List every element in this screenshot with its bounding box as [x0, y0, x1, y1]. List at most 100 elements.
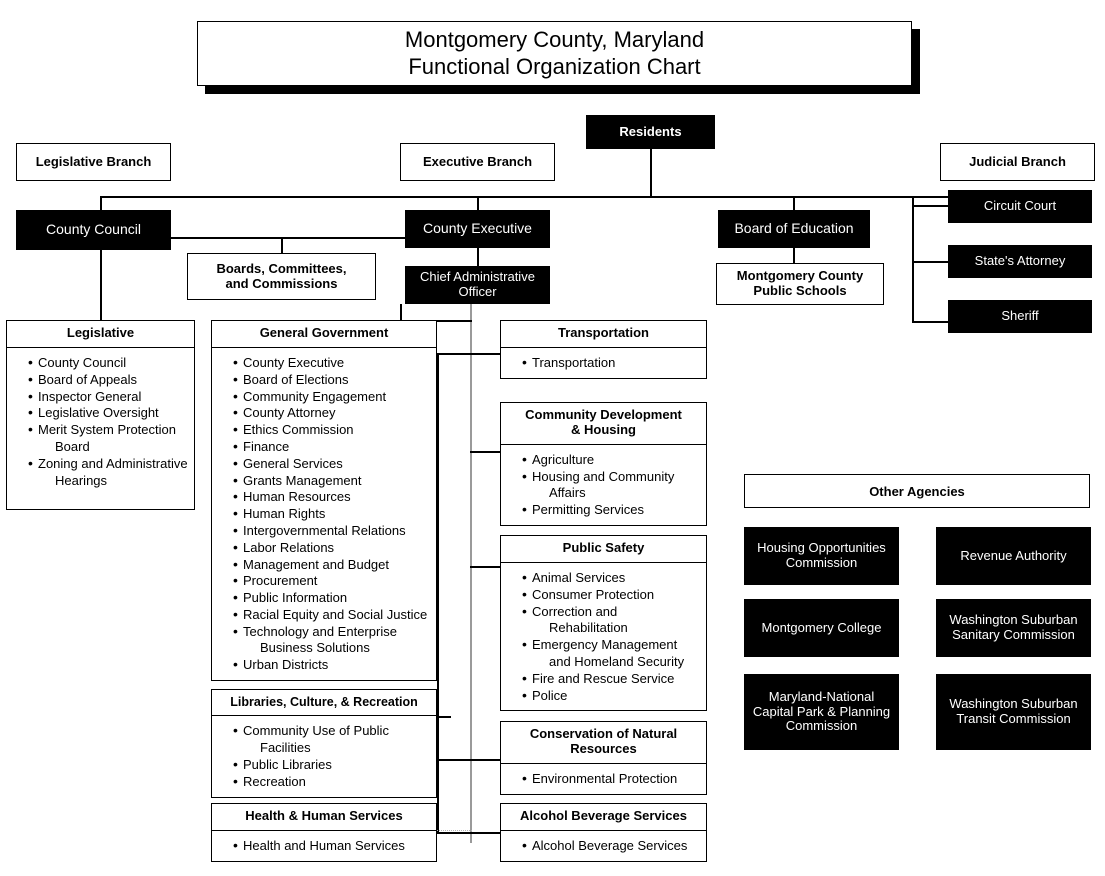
chart-title-line2: Functional Organization Chart: [408, 53, 701, 79]
panel-libraries-body: Community Use of PublicFacilitiesPublic …: [212, 716, 436, 796]
node-mcps-line1: Montgomery County: [736, 268, 864, 284]
node-judicial-branch[interactable]: Judicial Branch: [940, 143, 1095, 181]
panel-alcohol-body: Alcohol Beverage Services: [501, 831, 706, 861]
connector-left-spine-to-libraries: [437, 716, 451, 718]
list-item: Labor Relations: [233, 539, 432, 557]
node-legislative-branch[interactable]: Legislative Branch: [16, 143, 171, 181]
list-item: Health and Human Services: [233, 837, 432, 855]
node-circuit-court[interactable]: Circuit Court: [948, 190, 1092, 223]
node-county-executive-label: County Executive: [423, 220, 532, 237]
panel-legislative: Legislative County CouncilBoard of Appea…: [6, 320, 195, 510]
agency-housing-opportunities-commission[interactable]: Housing Opportunities Commission: [744, 527, 899, 585]
list-item: Board of Elections: [233, 371, 432, 389]
panel-community-development-header: Community Development & Housing: [501, 403, 706, 445]
list-item-continuation: and Homeland Security: [549, 653, 685, 669]
node-county-council-label: County Council: [46, 221, 141, 238]
connector-trunk-to-conservation: [437, 759, 501, 761]
panel-alcohol-beverage-services: Alcohol Beverage Services Alcohol Bevera…: [500, 803, 707, 862]
list-item: Transportation: [522, 354, 702, 372]
node-states-attorney-label: State's Attorney: [974, 253, 1066, 269]
panel-community-development-list: AgricultureHousing and CommunityAffairsP…: [505, 451, 702, 519]
connector-trunk-to-transportation: [437, 353, 501, 355]
panel-public-safety-header: Public Safety: [501, 536, 706, 563]
list-item: Environmental Protection: [522, 770, 702, 788]
panel-libraries-header: Libraries, Culture, & Recreation: [212, 690, 436, 717]
list-item: Police: [522, 687, 702, 705]
list-item: Public Libraries: [233, 756, 432, 774]
agency-revenue-authority[interactable]: Revenue Authority: [936, 527, 1091, 585]
agency-montgomery-college[interactable]: Montgomery College: [744, 599, 899, 657]
list-item: Legislative Oversight: [28, 404, 190, 422]
connector-crossbar-to-boards: [281, 237, 283, 253]
node-sheriff[interactable]: Sheriff: [948, 300, 1092, 333]
connector-health-dotted: [437, 830, 472, 831]
agency-line2: Transit Commission: [956, 711, 1071, 726]
node-states-attorney[interactable]: State's Attorney: [948, 245, 1092, 278]
connector-bus-to-county-council: [100, 196, 102, 214]
list-item: Public Information: [233, 589, 432, 607]
agency-line2: Sanitary Commission: [952, 627, 1075, 642]
panel-public-safety-list: Animal ServicesConsumer ProtectionCorrec…: [505, 569, 702, 705]
agency-washington-suburban-transit-commission[interactable]: Washington Suburban Transit Commission: [936, 674, 1091, 750]
list-item: Consumer Protection: [522, 586, 702, 604]
panel-conservation-body: Environmental Protection: [501, 764, 706, 794]
node-chief-administrative-officer[interactable]: Chief Administrative Officer: [405, 266, 550, 304]
panel-transportation-list: Transportation: [505, 354, 702, 372]
panel-public-safety: Public Safety Animal ServicesConsumer Pr…: [500, 535, 707, 712]
node-executive-branch-label: Executive Branch: [422, 153, 533, 169]
other-agencies-header-label: Other Agencies: [869, 483, 965, 499]
agency-line1: Washington Suburban: [949, 696, 1078, 712]
connector-trunk-to-community-development: [470, 451, 502, 453]
connector-judicial-to-states-attorney: [912, 261, 949, 263]
list-item-continuation: Affairs: [549, 485, 586, 501]
node-montgomery-county-public-schools[interactable]: Montgomery County Public Schools: [716, 263, 884, 305]
agency-washington-suburban-sanitary-commission[interactable]: Washington Suburban Sanitary Commission: [936, 599, 1091, 657]
panel-community-development-body: AgricultureHousing and CommunityAffairsP…: [501, 445, 706, 525]
node-county-council[interactable]: County Council: [16, 210, 171, 250]
panel-conservation-natural-resources: Conservation of Natural Resources Enviro…: [500, 721, 707, 795]
node-board-of-education[interactable]: Board of Education: [718, 210, 870, 248]
list-item: Recreation: [233, 773, 432, 791]
list-item: County Council: [28, 354, 190, 372]
connector-trunk-to-public-safety: [470, 566, 502, 568]
list-item: General Services: [233, 455, 432, 473]
panel-conservation-header-line1: Conservation of Natural: [529, 726, 678, 741]
agency-maryland-national-capital-park-planning-commission[interactable]: Maryland-National Capital Park & Plannin…: [744, 674, 899, 750]
connector-main-bus: [100, 196, 1013, 198]
list-item: Agriculture: [522, 451, 702, 469]
list-item: County Attorney: [233, 404, 432, 422]
panel-general-government: General Government County ExecutiveBoard…: [211, 320, 437, 682]
panel-health-header: Health & Human Services: [212, 804, 436, 831]
node-executive-branch[interactable]: Executive Branch: [400, 143, 555, 181]
node-boards-committees-line2: and Commissions: [225, 275, 338, 291]
connector-judicial-to-sheriff: [912, 321, 949, 323]
node-residents[interactable]: Residents: [586, 115, 715, 149]
list-item-continuation: Hearings: [55, 472, 108, 488]
node-county-executive[interactable]: County Executive: [405, 210, 550, 248]
connector-left-spine: [437, 353, 439, 833]
panel-community-development-housing: Community Development & Housing Agricult…: [500, 402, 707, 527]
panel-conservation-header-line2: Resources: [570, 740, 637, 756]
panel-conservation-header: Conservation of Natural Resources: [501, 722, 706, 764]
node-cao-line2: Officer: [458, 284, 497, 299]
panel-community-development-header-line2: & Housing: [571, 421, 636, 437]
connector-exec-to-cao: [477, 248, 479, 266]
agency-line1: Housing Opportunities: [757, 540, 886, 556]
panel-legislative-list: County CouncilBoard of AppealsInspector …: [11, 354, 190, 490]
connector-general-government-stub: [400, 304, 402, 322]
agency-line1: Maryland-National: [768, 689, 875, 705]
list-item: Procurement: [233, 572, 432, 590]
list-item: Ethics Commission: [233, 421, 432, 439]
node-boards-committees-commissions[interactable]: Boards, Committees, and Commissions: [187, 253, 376, 300]
list-item: County Executive: [233, 354, 432, 372]
list-item-continuation: Facilities: [260, 740, 311, 756]
